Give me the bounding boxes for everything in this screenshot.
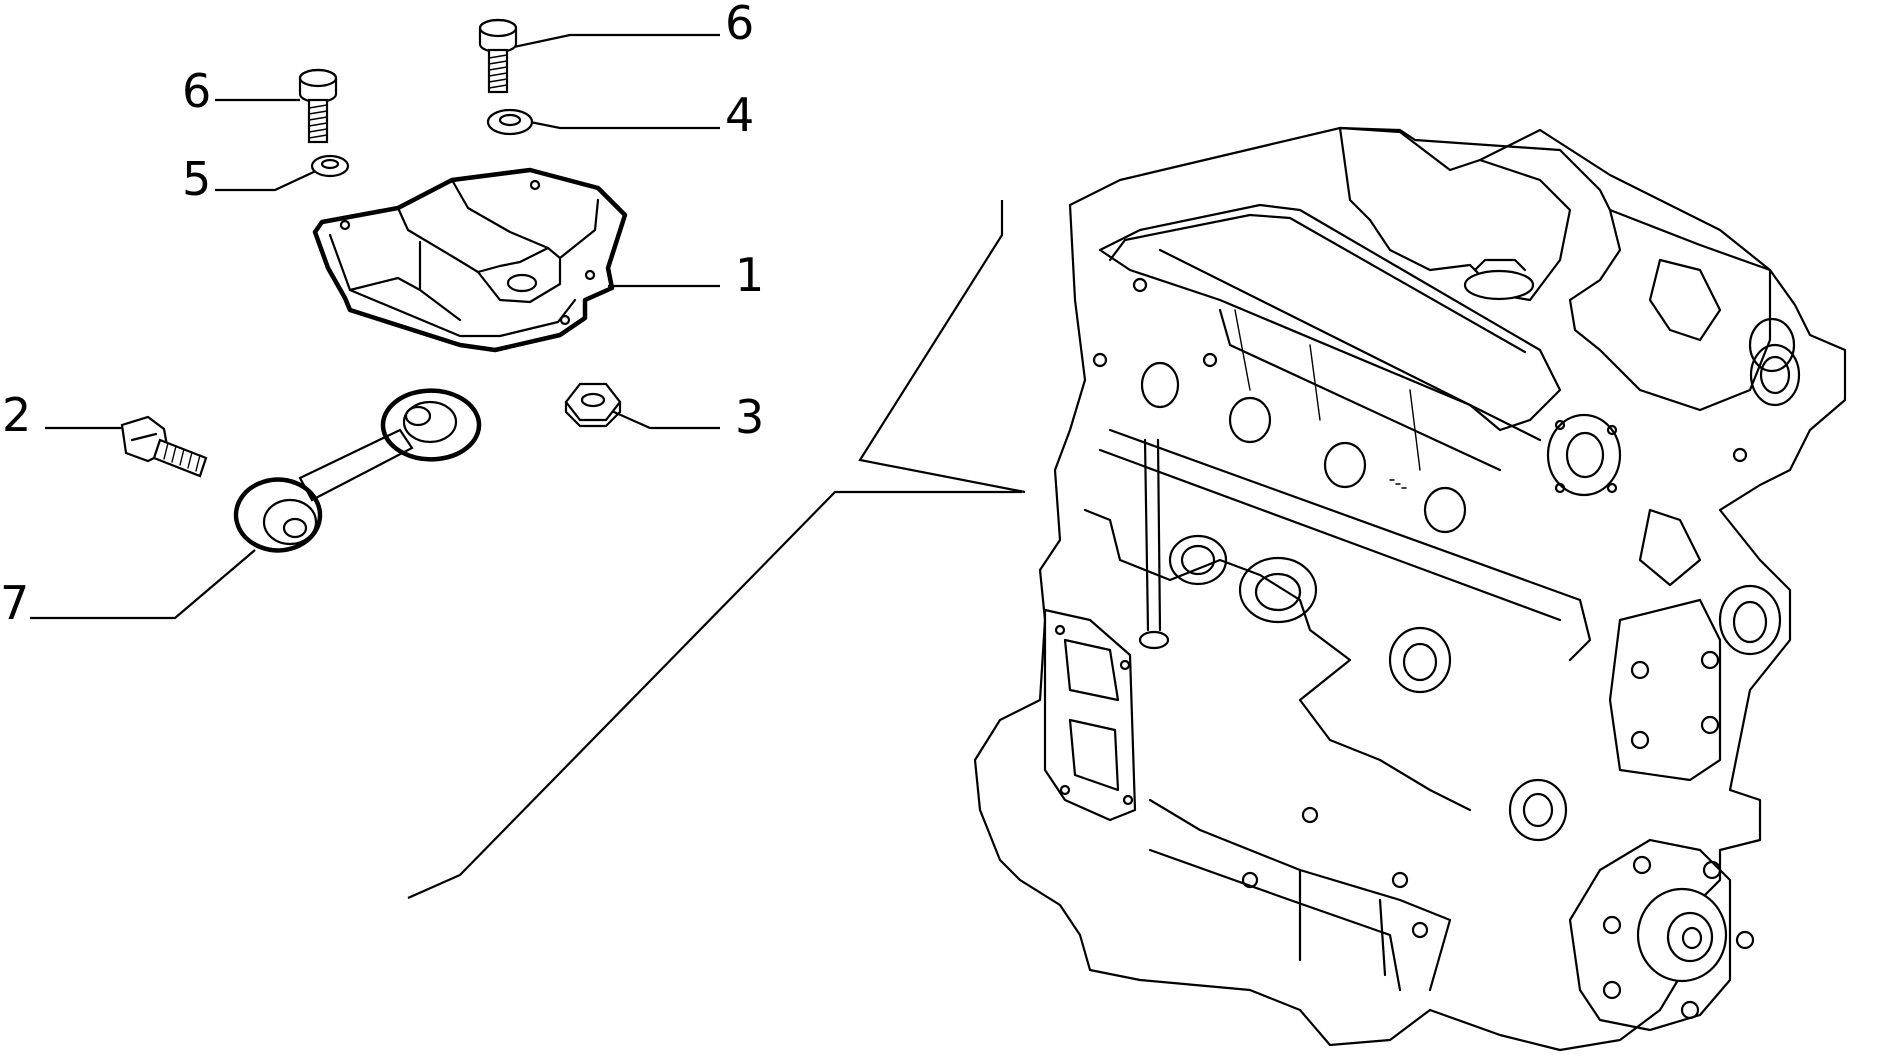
washer-part-4	[486, 108, 534, 136]
reference-line-lower	[407, 490, 1022, 900]
callout-6-right: 6	[725, 0, 755, 50]
bolt-part-2	[120, 415, 208, 478]
leader-5	[215, 169, 319, 192]
nut-part-3	[564, 382, 622, 428]
leader-lines	[30, 33, 720, 620]
leader-3	[604, 406, 720, 430]
bracket-part-1	[312, 167, 628, 353]
bolt-part-6-left	[298, 68, 338, 144]
callout-6-left: 6	[182, 64, 212, 118]
washer-part-5	[310, 154, 350, 178]
callout-3: 3	[735, 390, 765, 444]
callout-5: 5	[182, 152, 212, 206]
callout-1: 1	[735, 248, 765, 302]
callout-2: 2	[2, 388, 32, 442]
bolt-part-6-right	[478, 18, 518, 94]
reference-lines	[407, 200, 1026, 900]
leader-6-right	[499, 33, 720, 52]
engine-assembly	[973, 126, 1847, 1052]
reference-line-upper	[858, 200, 1026, 494]
torque-link-part-7	[233, 388, 482, 553]
leader-4	[529, 120, 720, 130]
leader-7	[30, 549, 256, 620]
callout-7: 7	[0, 576, 30, 630]
callout-4: 4	[725, 88, 755, 142]
